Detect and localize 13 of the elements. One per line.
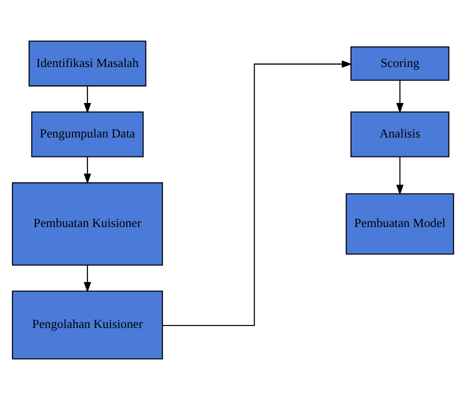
node-box: Identifikasi Masalah <box>28 40 146 86</box>
arrow <box>84 265 92 292</box>
node-box: Analisis <box>350 111 450 158</box>
arrow <box>162 60 352 326</box>
arrow <box>396 80 404 114</box>
arrow <box>84 86 92 114</box>
arrow <box>396 156 404 196</box>
node-box: Scoring <box>350 46 450 81</box>
node-box: Pembuatan Kuisioner <box>12 182 163 266</box>
arrow <box>84 156 92 184</box>
node-box: Pengolahan Kuisioner <box>12 290 163 360</box>
node-box: Pengumpulan Data <box>31 111 144 158</box>
node-box: Pembuatan Model <box>346 193 454 255</box>
